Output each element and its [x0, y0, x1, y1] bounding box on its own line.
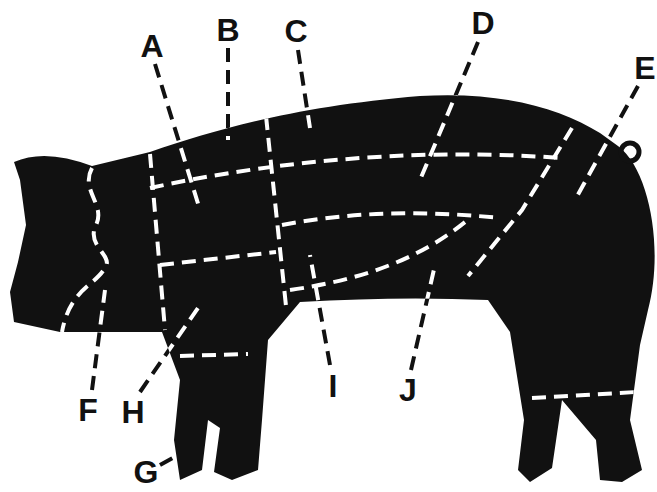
- callout-letter: B: [216, 14, 239, 46]
- callout-letter: F: [78, 394, 98, 426]
- cut-lines: [62, 42, 638, 398]
- callout-letter: H: [121, 396, 144, 428]
- pig-tail: [621, 143, 639, 161]
- callout-letter: G: [134, 456, 159, 488]
- callout-letter: D: [471, 7, 494, 39]
- callout-letter: E: [634, 52, 655, 84]
- pig-silhouette: [10, 95, 655, 482]
- callout-letter: C: [284, 15, 307, 47]
- callout-letter: I: [329, 370, 338, 402]
- callout-letter: J: [399, 374, 417, 406]
- callout-letter: A: [140, 30, 163, 62]
